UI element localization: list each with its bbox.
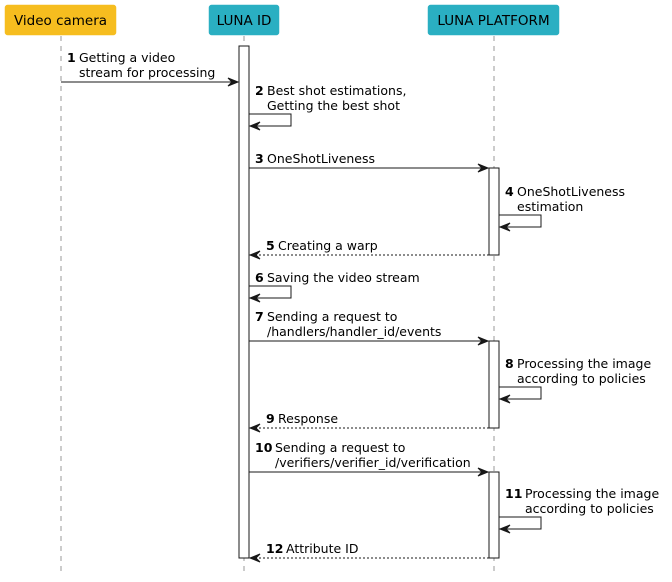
- arrow-head: [248, 121, 261, 131]
- activation-bar: [488, 167, 500, 256]
- message-label: according to policies: [517, 371, 646, 386]
- participant-label: LUNA ID: [217, 13, 272, 29]
- message-number: 8: [505, 356, 514, 371]
- activation-bar: [488, 471, 500, 559]
- participants: Video camera LUNA ID LUNA PLATFORM: [4, 4, 560, 36]
- message-label: estimation: [517, 199, 583, 214]
- participant-video-camera: Video camera: [4, 4, 117, 36]
- message-line: [249, 285, 292, 299]
- message-label: /verifiers/verifier_id/verification: [275, 455, 471, 470]
- arrow-head: [498, 222, 511, 232]
- message-label: stream for processing: [79, 65, 215, 80]
- participant-label: Video camera: [14, 13, 107, 29]
- message-line: [249, 113, 292, 127]
- participant-luna-id: LUNA ID: [208, 4, 280, 36]
- arrow-head: [477, 163, 490, 173]
- participant-box: [427, 4, 560, 36]
- message-number: 11: [505, 486, 522, 501]
- arrow-head: [498, 394, 511, 404]
- message-line: [499, 386, 542, 400]
- activation-bar: [488, 340, 500, 429]
- participant-luna-platform: LUNA PLATFORM: [427, 4, 560, 36]
- participant-box: [208, 4, 280, 36]
- arrow-head: [248, 553, 261, 563]
- message-number: 6: [255, 270, 264, 285]
- message-number: 2: [255, 83, 264, 98]
- message-label: according to policies: [525, 501, 654, 516]
- arrow-head: [227, 77, 240, 87]
- message-label: Response: [278, 411, 338, 426]
- activation-bars: [238, 45, 500, 559]
- message-label: Saving the video stream: [267, 270, 420, 285]
- lifelines: [60, 36, 495, 572]
- arrow-head: [248, 293, 261, 303]
- message-number: 9: [266, 411, 275, 426]
- arrow-head: [477, 467, 490, 477]
- message-number: 4: [505, 184, 514, 199]
- message-number: 5: [266, 238, 275, 253]
- message-label: Creating a warp: [278, 238, 378, 253]
- message-number: 7: [255, 309, 264, 324]
- message-line: [499, 516, 542, 530]
- message-number: 3: [255, 151, 264, 166]
- activation-bar: [238, 45, 250, 559]
- message-label: Attribute ID: [286, 541, 358, 556]
- message-label: /handlers/handler_id/events: [267, 324, 441, 339]
- arrow-head: [498, 524, 511, 534]
- message-label: Sending a request to: [275, 440, 405, 455]
- message-label: OneShotLiveness: [517, 184, 625, 199]
- message-label: Getting the best shot: [267, 98, 400, 113]
- message-label: Processing the image: [525, 486, 659, 501]
- message-label: OneShotLiveness: [267, 151, 375, 166]
- participant-box: [4, 4, 117, 36]
- message-number: 12: [266, 541, 283, 556]
- message-number: 1: [67, 50, 76, 65]
- message-label: Processing the image: [517, 356, 651, 371]
- message-line: [499, 214, 542, 228]
- arrow-head: [248, 423, 261, 433]
- message-label: Best shot estimations,: [267, 83, 406, 98]
- message-label: Getting a video: [79, 50, 175, 65]
- arrow-head: [248, 250, 261, 260]
- message-label: Sending a request to: [267, 309, 397, 324]
- participant-label: LUNA PLATFORM: [437, 13, 549, 29]
- arrow-head: [477, 336, 490, 346]
- message-number: 10: [255, 440, 273, 455]
